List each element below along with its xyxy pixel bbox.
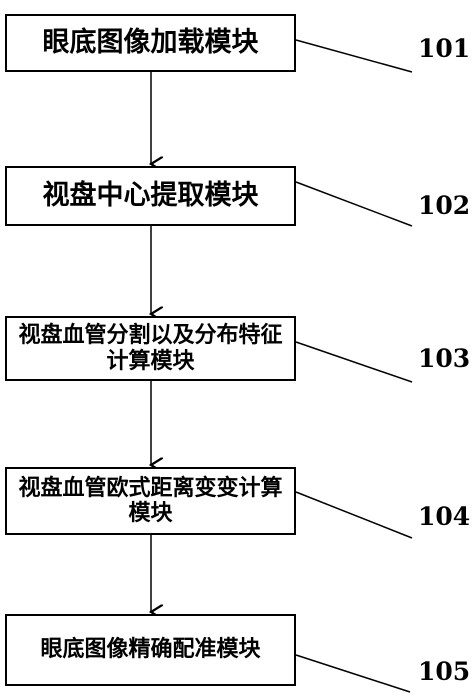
step-label-105: 眼底图像精确配准模块 [40, 637, 261, 663]
leader-line-101 [295, 39, 413, 73]
step-label-103: 视盘血管分割以及分布特征计算模块 [18, 323, 283, 374]
step-label-102: 视盘中心提取模块 [42, 180, 259, 212]
ref-number-105: 105 [418, 657, 471, 686]
step-label-104: 视盘血管欧式距离变变计算模块 [18, 475, 283, 526]
step-box-102: 视盘中心提取模块 [5, 166, 296, 226]
ref-number-101: 101 [418, 34, 471, 63]
step-label-101: 眼底图像加载模块 [42, 27, 259, 59]
leader-line-102 [295, 181, 413, 227]
leader-line-104 [295, 491, 413, 539]
leader-line-103 [295, 341, 413, 383]
step-box-105: 眼底图像精确配准模块 [5, 614, 296, 686]
ref-number-102: 102 [418, 191, 471, 220]
step-box-104: 视盘血管欧式距离变变计算模块 [5, 467, 296, 535]
leader-line-105 [295, 654, 411, 693]
step-box-101: 眼底图像加载模块 [5, 14, 296, 72]
ref-number-103: 103 [418, 344, 471, 373]
step-box-103: 视盘血管分割以及分布特征计算模块 [5, 316, 296, 381]
ref-number-104: 104 [418, 502, 471, 531]
